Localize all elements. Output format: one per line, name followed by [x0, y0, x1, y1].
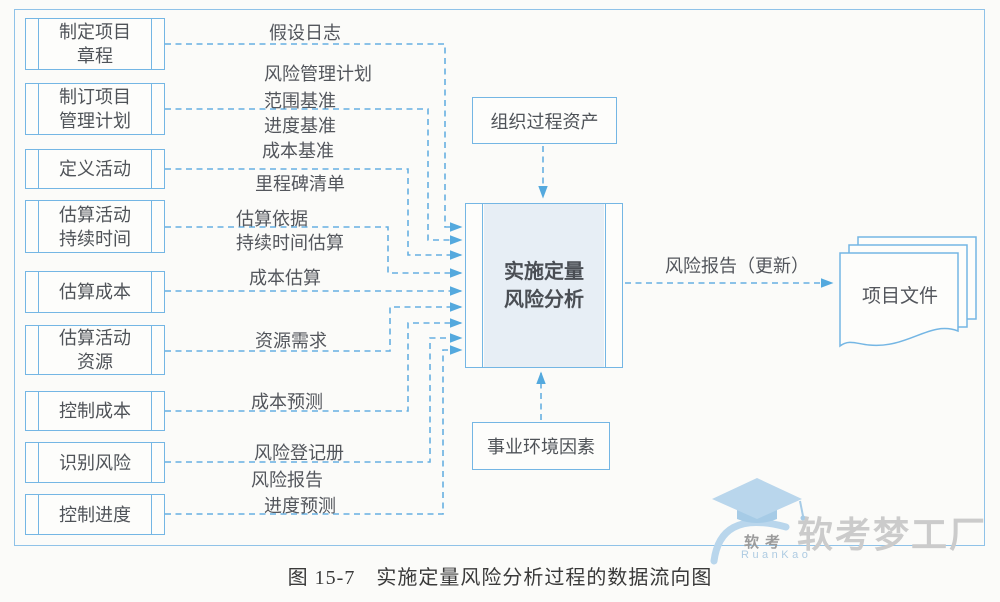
flow-line-schedule-forecasts	[165, 345, 463, 515]
process-box-label: 识别风险	[59, 452, 131, 473]
flow-label-cost-forecasts: 成本预测	[251, 392, 323, 412]
process-box-label: 管理计划	[59, 111, 131, 131]
document-page-front	[839, 252, 959, 348]
figure-caption: 图 15-7 实施定量风险分析过程的数据流向图	[287, 567, 713, 589]
flow-label-duration-estimates: 持续时间估算	[236, 233, 344, 253]
flow-line-risk-register	[165, 333, 463, 463]
flow-label-assumption-log: 假设日志	[269, 23, 341, 43]
watermark-brand: 软考梦工厂	[797, 514, 988, 555]
process-box-label: 制订项目	[59, 87, 131, 107]
flow-label-schedule-forecasts: 进度预测	[264, 496, 336, 516]
process-box-estimate-durations: 估算活动 持续时间	[25, 200, 165, 253]
watermark-logo-subtext: RuanKao	[741, 549, 812, 561]
process-box-label: 估算成本	[59, 282, 131, 302]
process-box-estimate-resources: 估算活动 资源	[25, 325, 165, 375]
flow-line-milestone-list	[165, 168, 463, 260]
watermark-logo-text: 软考	[744, 534, 787, 551]
process-box-identify-risks: 识别风险	[25, 442, 165, 483]
flow-label-basis-of-estimates: 估算依据	[236, 209, 308, 229]
process-box-define-activities: 定义活动	[25, 149, 165, 189]
flow-label-risk-mgmt-plan: 风险管理计划	[264, 64, 372, 84]
diagram-border	[14, 9, 985, 546]
process-box-label: 控制进度	[59, 504, 131, 525]
input-box-label: 事业环境因素	[487, 437, 595, 457]
flow-label-risk-report: 风险报告	[251, 470, 323, 490]
flow-line-duration-estimates	[165, 226, 463, 278]
flow-label-milestone-list: 里程碑清单	[255, 174, 345, 194]
flow-label-risk-register: 风险登记册	[254, 443, 344, 463]
process-box-label: 制定项目	[59, 22, 131, 42]
process-box-label: 持续时间	[59, 228, 131, 249]
flow-label-resource-requirements: 资源需求	[255, 331, 327, 351]
process-box-estimate-costs: 估算成本	[25, 271, 165, 313]
flow-label-cost-estimates: 成本估算	[249, 268, 321, 288]
flow-line-cost-forecasts	[165, 318, 463, 412]
input-box-label: 组织过程资产	[490, 111, 599, 132]
process-box-label: 估算活动	[59, 328, 131, 348]
input-box-organizational-process-assets: 组织过程资产	[472, 97, 617, 144]
process-box-label: 章程	[77, 46, 113, 66]
flow-line-resource-requirements	[165, 302, 463, 352]
process-box-control-costs: 控制成本	[25, 391, 165, 431]
center-box-panel	[484, 204, 604, 367]
process-box-develop-project-charter: 制定项目 章程	[25, 18, 165, 70]
process-box-label: 控制成本	[59, 401, 131, 421]
watermark-logo-icon	[710, 478, 806, 565]
process-box-label: 估算活动	[59, 204, 131, 225]
center-box-label: 风险分析	[504, 288, 584, 311]
process-box-label: 资源	[77, 352, 113, 372]
flow-label-scope-baseline: 范围基准	[264, 91, 336, 111]
process-box-develop-management-plan: 制订项目 管理计划	[25, 83, 165, 135]
process-box-perform-quantitative-risk-analysis: 实施定量 风险分析	[465, 203, 623, 368]
flow-label-risk-report-update: 风险报告（更新）	[665, 256, 809, 276]
flow-label-schedule-baseline: 进度基准	[264, 116, 336, 136]
center-box-label: 实施定量	[504, 260, 584, 283]
flow-line-assumption-log	[165, 43, 463, 232]
flow-label-cost-baseline: 成本基准	[262, 141, 334, 161]
input-box-enterprise-environmental-factors: 事业环境因素	[472, 422, 610, 470]
project-documents-label: 项目文件	[861, 286, 938, 307]
process-box-label: 定义活动	[59, 159, 131, 179]
flow-line-management-plan	[165, 108, 463, 245]
process-box-control-schedule: 控制进度	[25, 494, 165, 535]
